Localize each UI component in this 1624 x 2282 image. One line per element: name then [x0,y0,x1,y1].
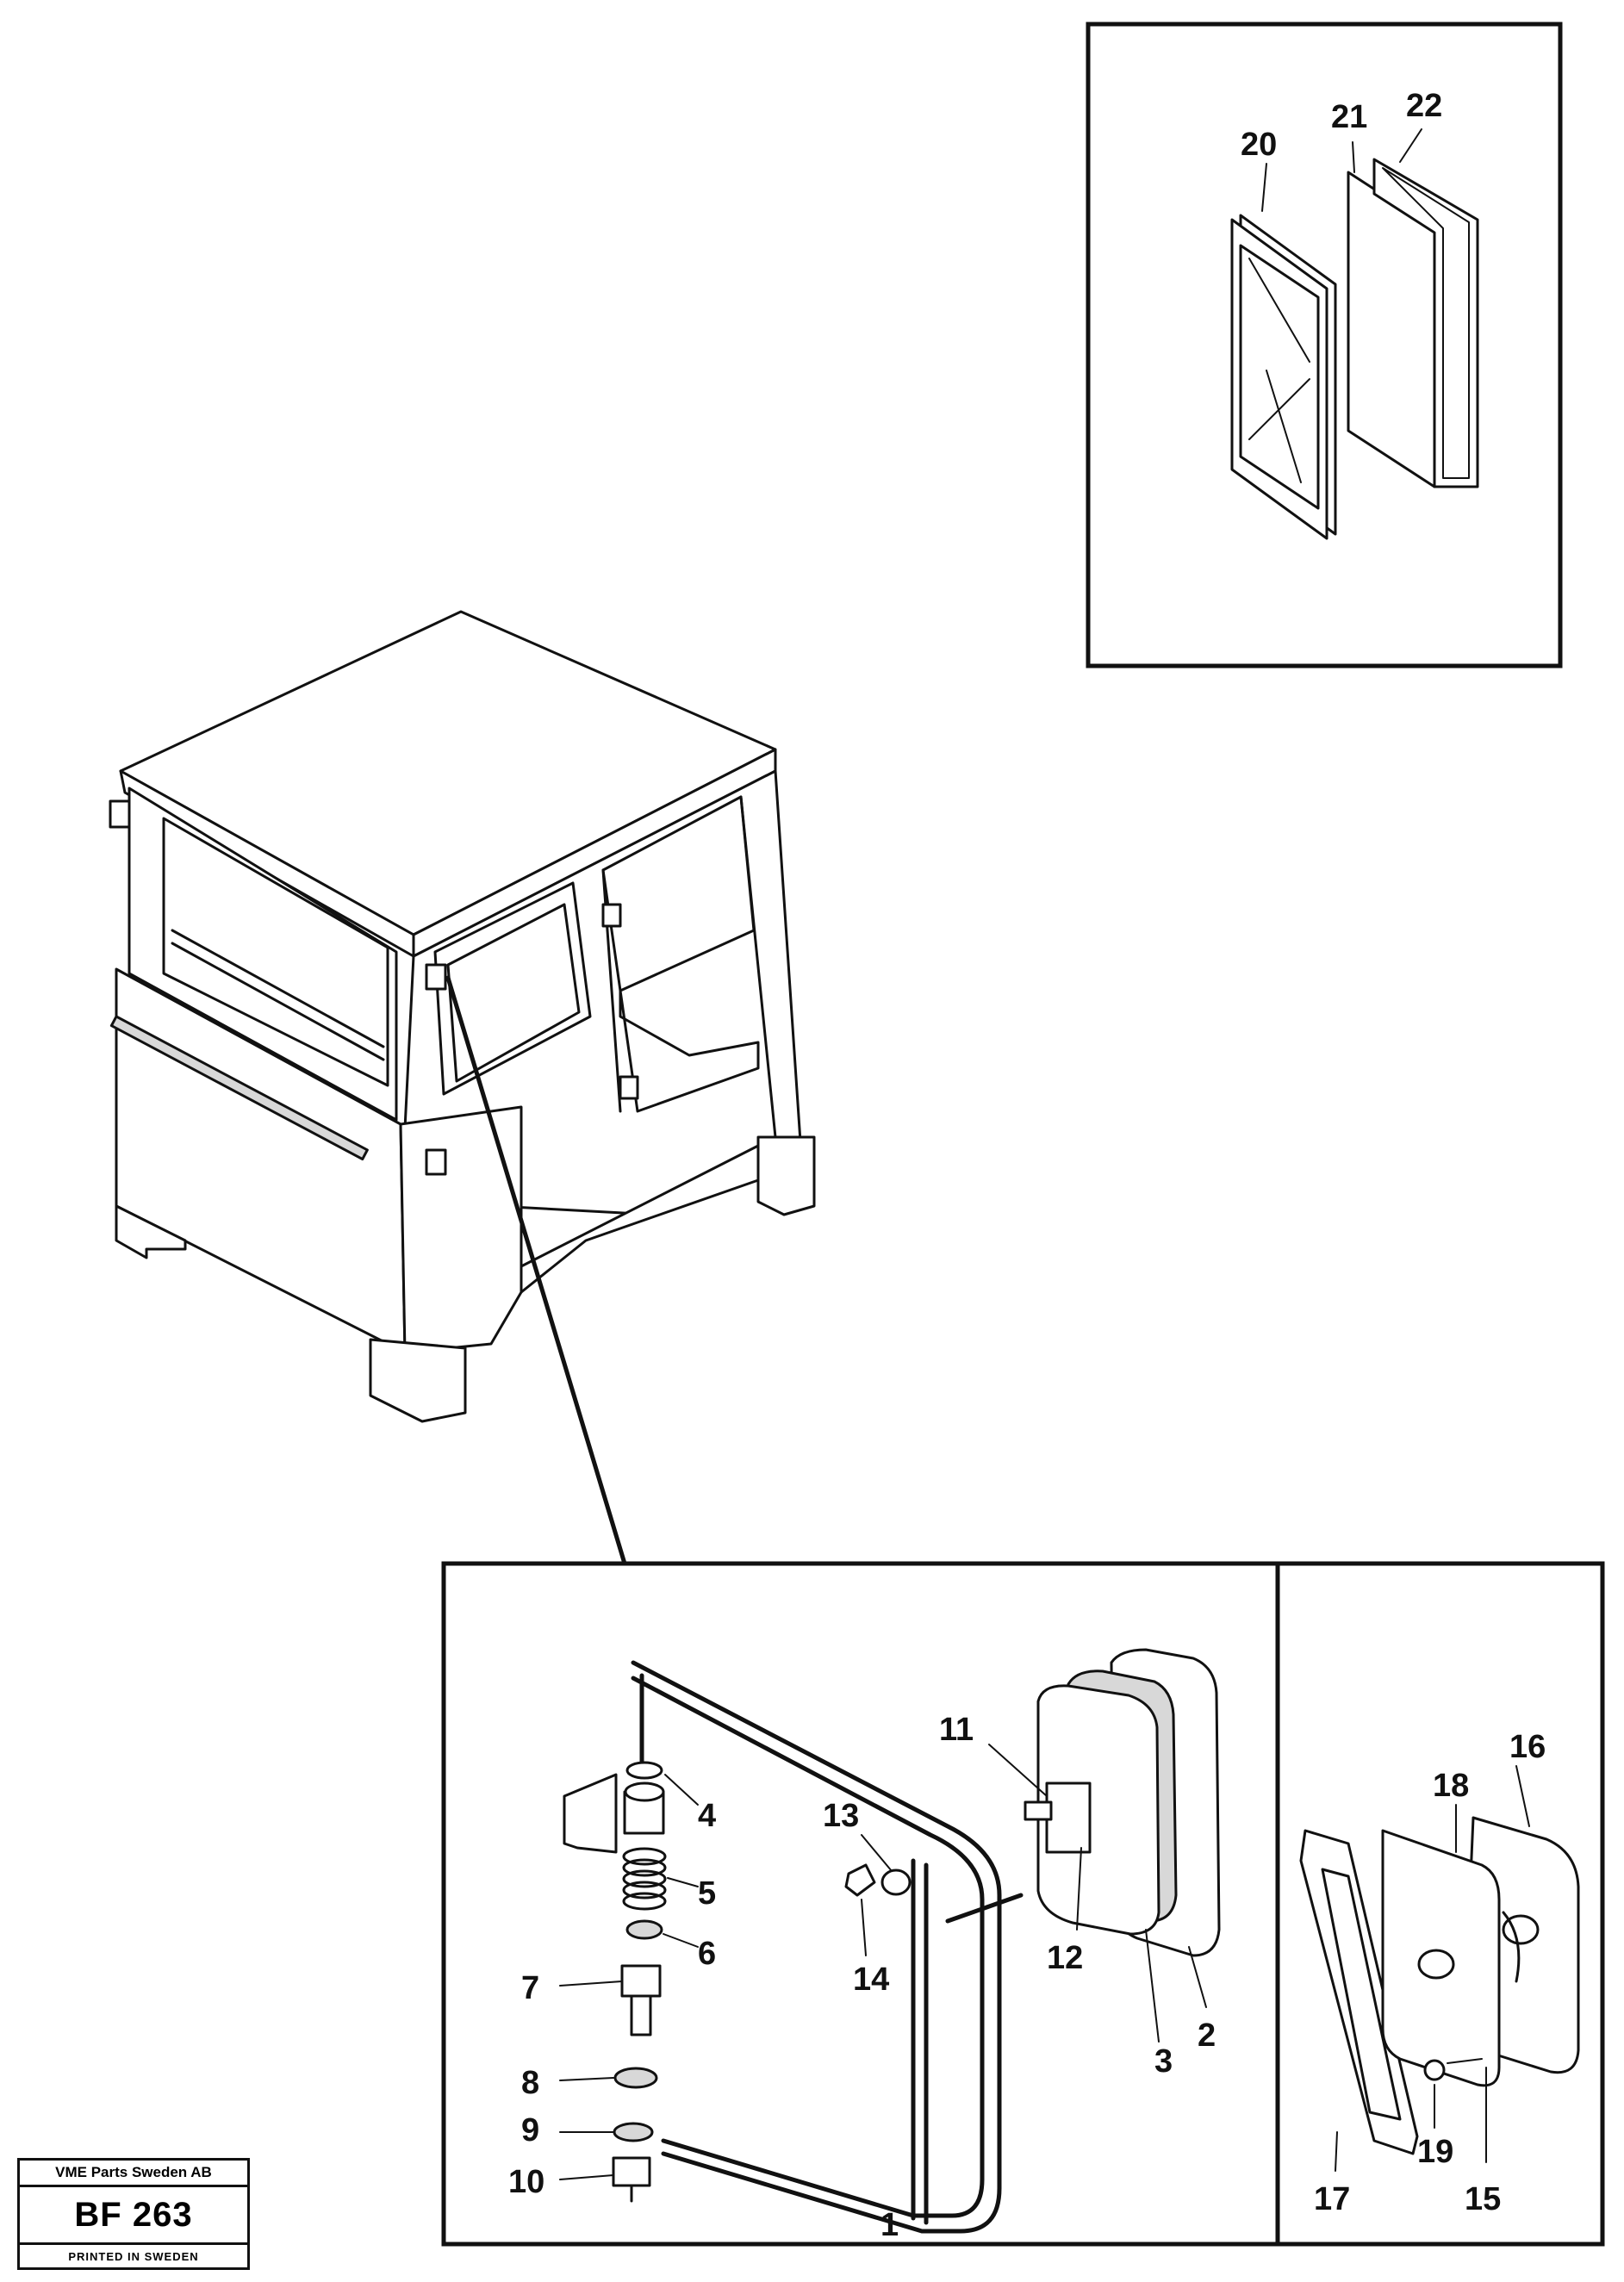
callout-17: 17 [1314,2181,1350,2217]
part-9-washer [613,2122,654,2142]
side-window [433,881,592,1096]
cab-foot-left [115,1204,187,1259]
callout-9: 9 [521,2112,539,2148]
callout-4: 4 [698,1798,716,1834]
callout-10: 10 [508,2164,544,2200]
glass-inset-frame [1086,22,1563,668]
part-11-stud [1024,1800,1053,1821]
mirror-bracket [109,799,131,829]
detail-leader-line [445,975,627,1566]
mirror-bracket [619,1075,639,1100]
cab-foot-front [369,1338,467,1423]
part-1-mirror-arm [631,1660,1024,2234]
mirror-bracket [425,1148,447,1176]
leader-21 [1352,141,1355,173]
glass-inset: 20 21 22 [1086,22,1563,668]
parts-stamp: VME Parts Sweden AB BF 263 PRINTED IN SW… [17,2158,250,2270]
mirror-head [988,1648,1221,2043]
part-7-bolt-head [620,1964,662,1998]
detail-frame [441,1561,1605,2247]
mirror-bracket [425,963,447,991]
lamp-detail [1299,1765,1580,2172]
leader-20 [1261,163,1267,212]
callout-16: 16 [1509,1729,1546,1765]
part-19-screw [1423,2059,1446,2081]
part-17-frame [1299,1829,1419,2155]
callout-19: 19 [1417,2134,1453,2170]
part-20-mirror-glass [1230,214,1337,540]
callout-14: 14 [853,1962,889,1998]
callout-1: 1 [880,2207,899,2243]
callout-12: 12 [1047,1940,1083,1976]
parts-13-14 [844,1834,912,1956]
cab-foot-rear [756,1135,816,1216]
callout-22: 22 [1406,88,1442,124]
pivot-bracket [563,1773,618,1854]
mirror-body [1036,1684,1160,1936]
callout-20: 20 [1241,127,1277,163]
callout-18: 18 [1433,1768,1469,1804]
callout-21: 21 [1331,99,1367,135]
callout-13: 13 [823,1798,859,1834]
leader-22 [1399,128,1422,163]
callout-2: 2 [1198,2018,1216,2054]
part-15-plate [1447,2058,1483,2064]
part-14-nut [844,1863,876,1897]
part-10-nut [612,2156,651,2187]
callout-11: 11 [939,1712,974,1748]
callout-6: 6 [698,1936,716,1972]
callout-8: 8 [521,2065,539,2101]
stamp-company: VME Parts Sweden AB [20,2161,247,2187]
callout-3: 3 [1154,2043,1173,2080]
mirror-bracket [601,903,622,928]
cab-illustration [109,610,816,1423]
part-12-mount-block [1045,1781,1092,1854]
part-18-cover [1381,1829,1540,2087]
part-6-washer [625,1919,663,1940]
part-22-gasket [1372,158,1479,488]
callout-7: 7 [521,1970,539,2006]
callout-15: 15 [1465,2181,1501,2217]
part-13-washer [880,1869,912,1896]
pivot-assembly [559,1673,699,2203]
stamp-printed: PRINTED IN SWEDEN [68,2250,199,2263]
callout-5: 5 [698,1875,716,1912]
part-8-washer [613,2067,658,2089]
part-7-bolt-shank [630,1994,652,2036]
part-4-washer [625,1761,663,1780]
stamp-code: BF 263 [20,2187,247,2245]
part-5-spring [622,1847,667,1911]
